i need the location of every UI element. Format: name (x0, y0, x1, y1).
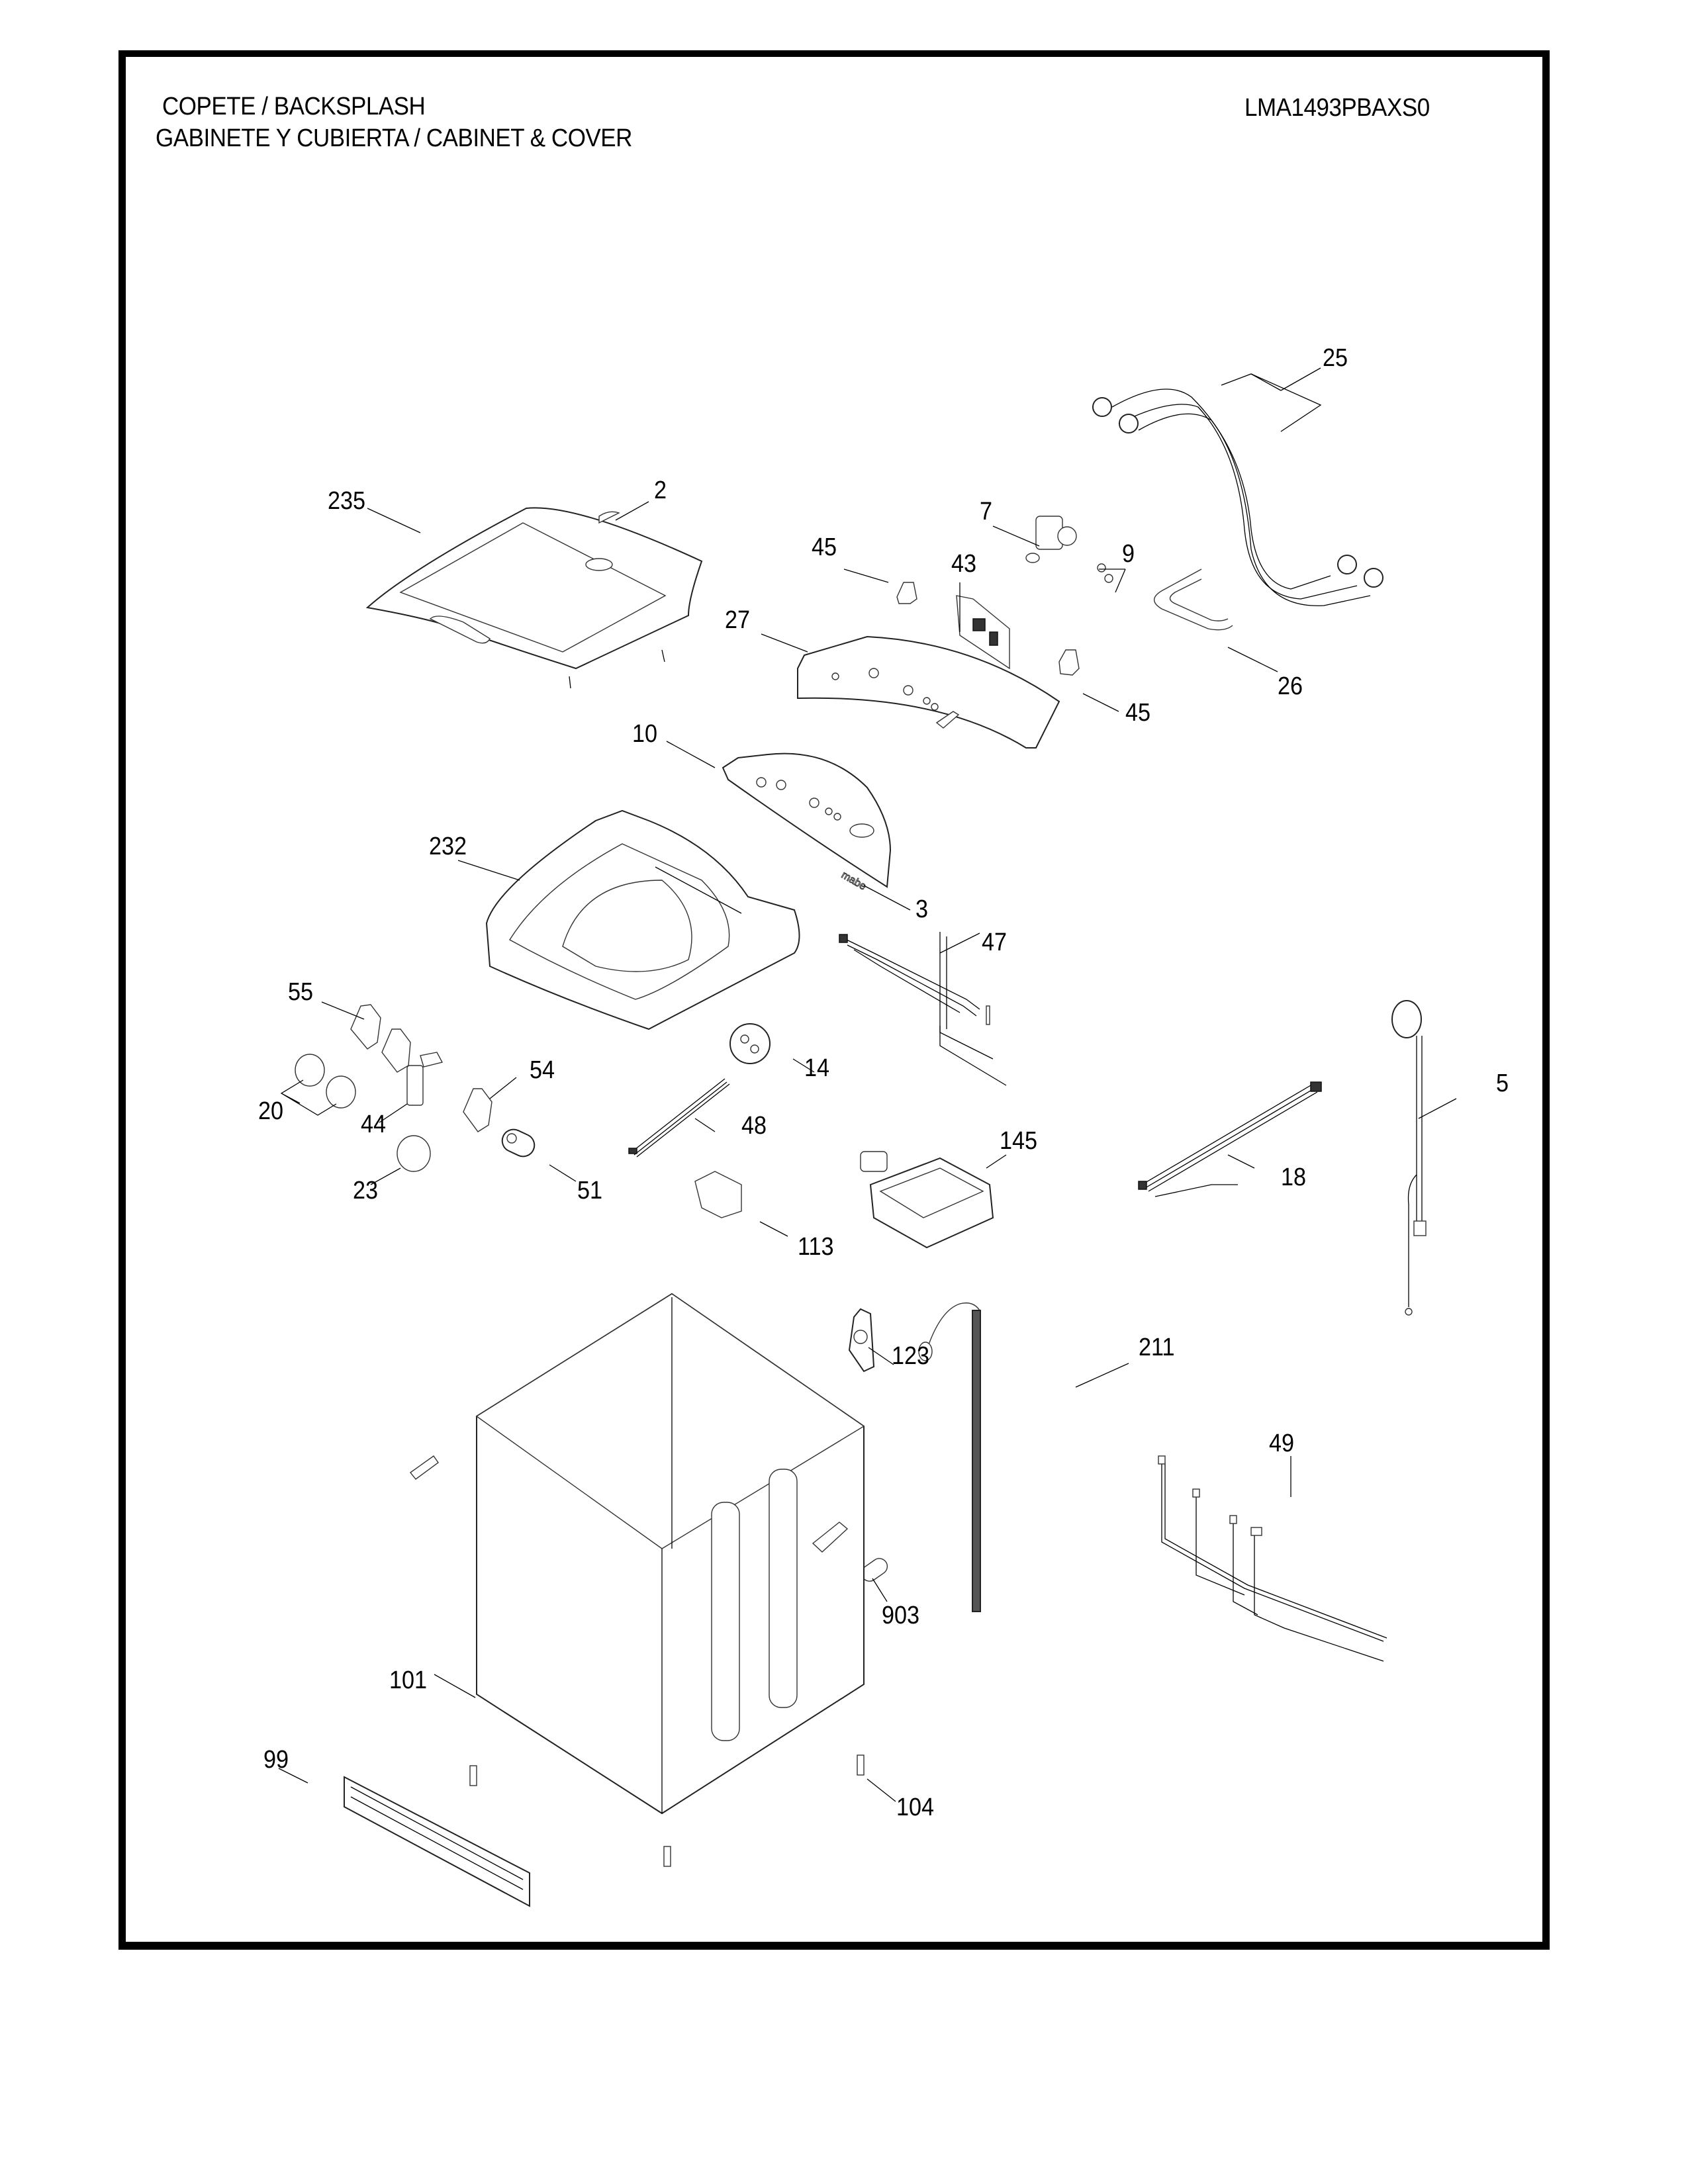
part-bracket-left[interactable] (896, 582, 917, 604)
section-title-backsplash: COPETE / BACKSPLASH (162, 93, 426, 120)
part-bracket-right[interactable] (1058, 649, 1080, 676)
callout-44[interactable]: 44 (361, 1111, 387, 1138)
part-logo-nameplate[interactable]: mabe (839, 869, 868, 893)
part-selector-switches[interactable] (350, 1004, 411, 1073)
callout-14[interactable]: 14 (804, 1054, 830, 1082)
callout-23[interactable]: 23 (353, 1177, 379, 1205)
callout-145[interactable]: 145 (1000, 1127, 1038, 1155)
part-power-cord[interactable] (1391, 1000, 1427, 1316)
part-hose-clamps[interactable] (1097, 563, 1113, 583)
callout-104[interactable]: 104 (896, 1794, 935, 1821)
callout-45[interactable]: 45 (812, 533, 837, 561)
callout-7[interactable]: 7 (980, 498, 993, 525)
callout-2[interactable]: 2 (654, 477, 667, 504)
callout-9[interactable]: 9 (1122, 540, 1135, 568)
part-wire-harness-lower[interactable] (1158, 1455, 1387, 1662)
part-lid-switch[interactable] (694, 1171, 742, 1218)
callout-101[interactable]: 101 (389, 1666, 428, 1694)
callout-25[interactable]: 25 (1323, 344, 1348, 372)
callout-20[interactable]: 20 (258, 1097, 284, 1125)
part-fill-hose[interactable] (1154, 569, 1233, 631)
callout-47[interactable]: 47 (982, 929, 1008, 956)
part-control-panel-overlay[interactable] (722, 752, 892, 888)
part-control-board[interactable] (956, 595, 1010, 670)
callout-48[interactable]: 48 (741, 1112, 767, 1140)
part-drain-valve[interactable] (848, 1308, 875, 1373)
part-ribbon-harness[interactable] (628, 1078, 730, 1158)
part-wire-harness-main[interactable] (1138, 1081, 1322, 1197)
part-selector-switch[interactable] (463, 1088, 492, 1132)
callout-123[interactable]: 123 (892, 1342, 930, 1370)
part-start-button[interactable] (498, 1126, 538, 1160)
callout-232[interactable]: 232 (429, 833, 467, 860)
callout-10[interactable]: 10 (632, 720, 658, 748)
callout-55[interactable]: 55 (288, 978, 314, 1006)
part-inlet-hoses[interactable] (1092, 388, 1383, 606)
part-lid-badge[interactable] (598, 511, 620, 524)
part-water-valve[interactable] (1025, 516, 1077, 563)
part-front-trim[interactable] (344, 1776, 530, 1907)
part-motor-control[interactable] (860, 1151, 994, 1249)
callout-49[interactable]: 49 (1269, 1430, 1295, 1457)
part-pressure-switch[interactable] (729, 1023, 771, 1064)
callout-27[interactable]: 27 (725, 606, 751, 634)
section-title-cabinet-cover: GABINETE Y CUBIERTA / CABINET & COVER (156, 124, 632, 152)
part-push-button-switch[interactable] (406, 1052, 444, 1106)
part-lid[interactable] (365, 507, 703, 689)
callout-3[interactable]: 3 (915, 895, 929, 923)
part-top-cover[interactable] (485, 809, 800, 1030)
part-leveling-legs[interactable] (469, 1754, 865, 1867)
diagram-frame (118, 50, 1550, 1950)
callout-99[interactable]: 99 (263, 1746, 289, 1774)
leader-lines (278, 367, 1457, 1802)
callout-43[interactable]: 43 (951, 550, 977, 578)
callout-45[interactable]: 45 (1125, 699, 1151, 727)
part-drain-hose[interactable] (918, 1302, 981, 1612)
callout-113[interactable]: 113 (798, 1233, 834, 1261)
part-knobs[interactable] (295, 1054, 356, 1109)
model-number: LMA1493PBAXS0 (1244, 94, 1430, 122)
callout-26[interactable]: 26 (1278, 672, 1303, 700)
callout-51[interactable]: 51 (577, 1177, 603, 1205)
callout-903[interactable]: 903 (882, 1602, 920, 1629)
callout-5[interactable]: 5 (1496, 1069, 1509, 1097)
callout-54[interactable]: 54 (530, 1056, 555, 1084)
callout-211[interactable]: 211 (1139, 1334, 1175, 1361)
callout-18[interactable]: 18 (1281, 1163, 1307, 1191)
part-wire-harness-upper[interactable] (839, 932, 1007, 1086)
part-timer-knob[interactable] (397, 1135, 431, 1172)
part-backsplash[interactable] (797, 635, 1060, 749)
part-cabinet[interactable] (409, 1293, 865, 1815)
callout-235[interactable]: 235 (328, 487, 366, 515)
